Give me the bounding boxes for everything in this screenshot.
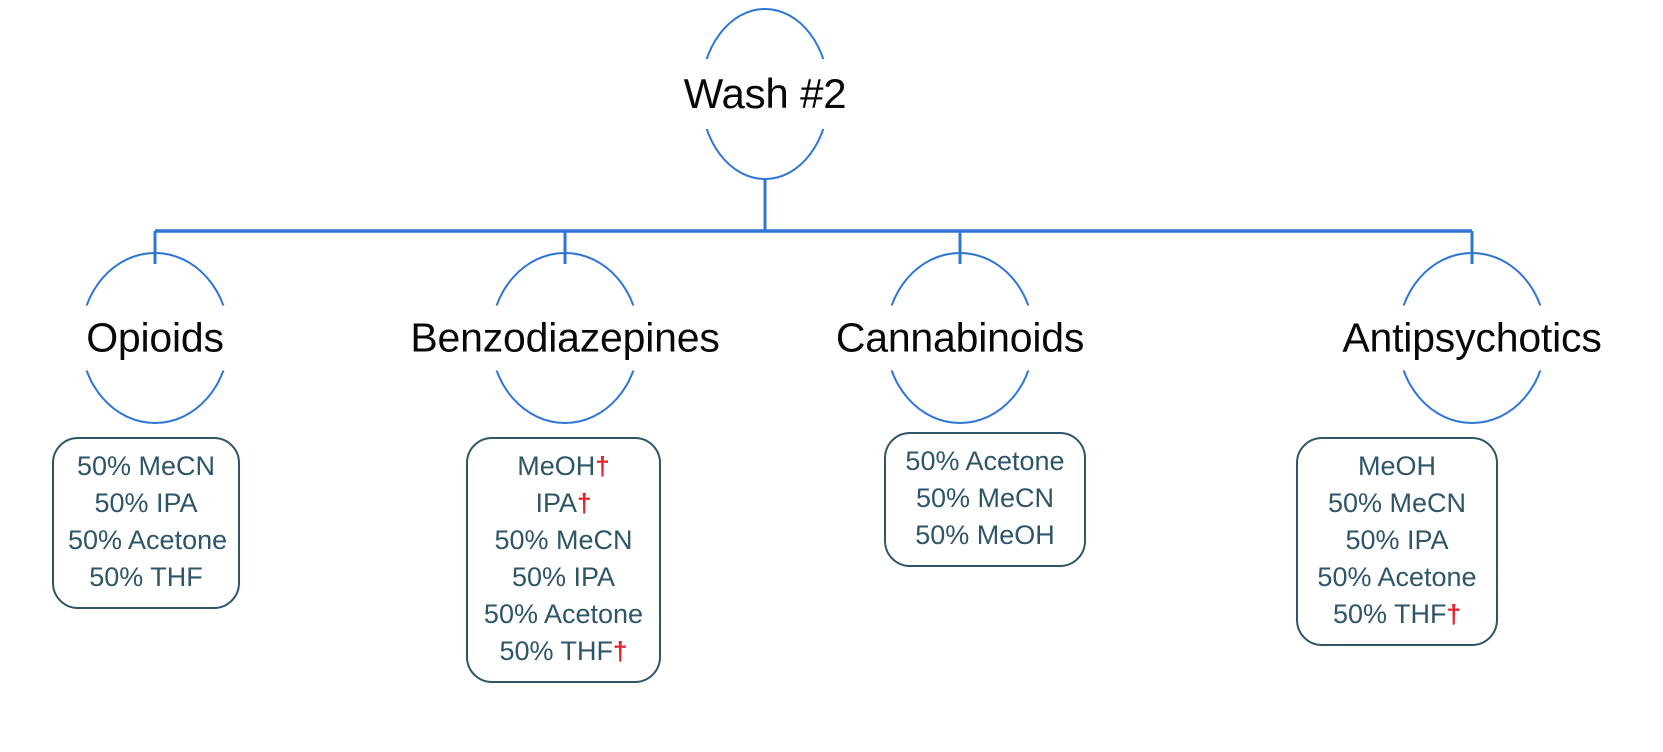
solvent-list-opioids[interactable]: 50% MeCN 50% IPA 50% Acetone 50% THF <box>52 437 240 609</box>
solvent-row: 50% THF† <box>482 633 645 670</box>
node-cannabinoids[interactable]: Cannabinoids <box>765 252 1155 424</box>
solvent-list-cannabinoids[interactable]: 50% Acetone 50% MeCN 50% MeOH <box>884 432 1086 567</box>
solvent-row: 50% Acetone <box>900 443 1070 480</box>
node-antipsychotics[interactable]: Antipsychotics <box>1277 252 1663 424</box>
solvent-label: 50% THF <box>499 636 614 666</box>
solvent-label: 50% IPA <box>94 488 198 518</box>
solvent-row: 50% MeCN <box>1312 485 1482 522</box>
solvent-row: 50% MeCN <box>68 448 224 485</box>
solvent-label: 50% MeCN <box>76 451 216 481</box>
node-wash-2[interactable]: Wash #2 <box>590 8 940 180</box>
solvent-row: 50% IPA <box>1312 522 1482 559</box>
solvent-label: 50% Acetone <box>1317 562 1477 592</box>
dagger-icon: † <box>1446 599 1461 629</box>
solvent-label: 50% IPA <box>1345 525 1449 555</box>
solvent-label: 50% MeCN <box>494 525 633 555</box>
solvent-label: MeOH <box>1357 451 1436 481</box>
solvent-label: IPA <box>535 488 578 518</box>
solvent-row: 50% Acetone <box>1312 559 1482 596</box>
node-label-benzodiazepines: Benzodiazepines <box>410 314 720 361</box>
solvent-row: IPA† <box>482 485 645 522</box>
solvent-label: 50% MeOH <box>915 520 1055 550</box>
solvent-label: 50% Acetone <box>483 599 644 629</box>
node-label-antipsychotics: Antipsychotics <box>1342 314 1602 361</box>
dagger-icon: † <box>595 451 610 481</box>
solvent-row: 50% THF <box>68 559 224 596</box>
solvent-row: 50% MeCN <box>482 522 645 559</box>
solvent-row: MeOH† <box>482 448 645 485</box>
node-opioids[interactable]: Opioids <box>0 252 350 424</box>
solvent-row: 50% MeOH <box>900 517 1070 554</box>
solvent-label: 50% MeCN <box>915 483 1055 513</box>
solvent-label: 50% IPA <box>511 562 616 592</box>
node-label-wash-2: Wash #2 <box>683 70 847 117</box>
node-label-band: Benzodiazepines <box>370 305 760 371</box>
solvent-list-antipsychotics[interactable]: MeOH 50% MeCN 50% IPA 50% Acetone 50% THF† <box>1296 437 1498 646</box>
solvent-label: 50% THF <box>1332 599 1447 629</box>
node-label-opioids: Opioids <box>86 314 224 361</box>
node-label-band: Opioids <box>0 305 350 371</box>
node-label-band: Antipsychotics <box>1277 305 1663 371</box>
dagger-icon: † <box>577 488 592 518</box>
solvent-label: 50% THF <box>89 562 203 592</box>
node-label-band: Cannabinoids <box>765 305 1155 371</box>
node-label-cannabinoids: Cannabinoids <box>835 314 1085 361</box>
solvent-row: 50% THF† <box>1312 596 1482 633</box>
solvent-label: 50% MeCN <box>1327 488 1467 518</box>
solvent-label: 50% Acetone <box>905 446 1065 476</box>
dagger-icon: † <box>613 636 628 666</box>
node-label-band: Wash #2 <box>590 59 940 129</box>
solvent-row: 50% MeCN <box>900 480 1070 517</box>
node-benzodiazepines[interactable]: Benzodiazepines <box>370 252 760 424</box>
solvent-row: MeOH <box>1312 448 1482 485</box>
solvent-label: 50% Acetone <box>68 525 228 555</box>
solvent-row: 50% IPA <box>482 559 645 596</box>
solvent-row: 50% Acetone <box>68 522 228 559</box>
solvent-row: 50% IPA <box>68 485 224 522</box>
solvent-row: 50% Acetone <box>482 596 645 633</box>
solvent-label: MeOH <box>517 451 596 481</box>
